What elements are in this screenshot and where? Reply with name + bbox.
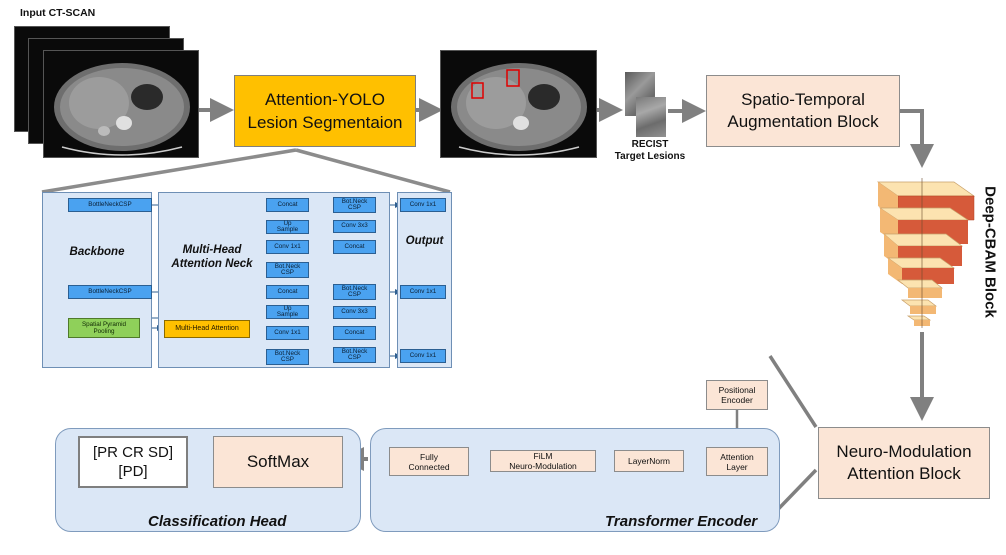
neck-concat-3: Concat — [333, 240, 376, 254]
neck-conv3x3-1: Conv 3x3 — [333, 220, 376, 233]
aug-line1: Spatio-Temporal — [741, 90, 865, 109]
neck-botneck-1: Bot.Neck CSP — [266, 262, 309, 278]
attn-line1: Attention — [720, 451, 754, 462]
positional-encoder-block: Positional Encoder — [706, 380, 768, 410]
neuro-line2: Attention Block — [847, 464, 961, 483]
bn5-line2: CSP — [348, 354, 361, 361]
neck-upsample-2: Up Sample — [266, 305, 309, 319]
neck-title: Multi-Head Attention Neck — [160, 243, 264, 271]
neck-botneck-3: Bot.Neck CSP — [333, 197, 376, 213]
bottleneck-csp-2: BottleNeckCSP — [68, 285, 152, 299]
recist-line1: RECIST — [631, 139, 669, 150]
output-line1: [PR CR SD] — [92, 444, 173, 461]
transformer-title: Transformer Encoder — [605, 513, 758, 530]
neck-conv1x1-1: Conv 1x1 — [266, 240, 309, 254]
bn1-line1: Bot.Neck — [274, 262, 301, 270]
neck-title-line2: Attention Neck — [171, 258, 253, 270]
ct-body-image — [54, 63, 190, 156]
neck-concat-2: Concat — [266, 285, 309, 299]
segmented-ct-body — [451, 63, 587, 156]
bn2-line2: CSP — [281, 356, 294, 363]
layernorm-block: LayerNorm — [614, 450, 684, 472]
arrow-aug-to-cbam — [900, 109, 934, 168]
lesion-box-2 — [506, 69, 520, 87]
bn3-line1: Bot.Neck — [341, 197, 368, 205]
segmented-ct-image — [440, 50, 597, 158]
recist-label: RECIST Target Lesions — [608, 139, 692, 163]
output-conv1x1-2: Conv 1x1 — [400, 285, 446, 299]
neck-panel — [158, 192, 390, 368]
fc-line1: Fully — [420, 451, 438, 462]
neck-concat-4: Concat — [333, 326, 376, 340]
output-title: Output — [405, 235, 444, 247]
ct-slice-front — [43, 50, 199, 158]
yolo-line2: Lesion Segmentaion — [247, 113, 403, 132]
mha-line2: Attention — [211, 325, 239, 333]
zoom-line-left — [41, 148, 297, 194]
cbam-layer — [900, 299, 938, 314]
lesion-box-1 — [471, 82, 484, 99]
neck-concat-1: Concat — [266, 198, 309, 212]
cbam-label: Deep-CBAM Block — [981, 186, 999, 318]
zoom-line-right — [295, 148, 451, 194]
attention-layer-block: Attention Layer — [706, 447, 768, 476]
recist-line2: Target Lesions — [614, 151, 686, 162]
classification-title: Classification Head — [148, 513, 287, 530]
aug-line2: Augmentation Block — [727, 112, 879, 131]
bn4-line2: CSP — [348, 291, 361, 298]
fully-connected-block: Fully Connected — [389, 447, 469, 476]
spp-line1: Spatial Pyramid — [81, 321, 127, 328]
cbam-layer — [906, 315, 932, 326]
up1-line1: Up — [283, 219, 292, 227]
cbam-layer — [897, 279, 943, 298]
neck-upsample-1: Up Sample — [266, 220, 309, 234]
neuro-modulation-block: Neuro-Modulation Attention Block — [818, 427, 990, 499]
bn3-line2: CSP — [348, 204, 361, 211]
bn1-line2: CSP — [281, 269, 294, 276]
neuro-line1: Neuro-Modulation — [836, 442, 972, 461]
input-label: Input CT-SCAN — [20, 7, 96, 19]
backbone-title: Backbone — [69, 246, 125, 258]
neck-title-line1: Multi-Head — [182, 244, 242, 256]
up2-line1: Up — [283, 304, 292, 312]
backbone-panel — [42, 192, 152, 368]
recist-patch-2 — [636, 97, 666, 137]
transformer-encoder-panel — [370, 428, 780, 532]
multi-head-attention-block: Multi-Head Attention — [164, 320, 250, 338]
yolo-line1: Attention-YOLO — [264, 90, 385, 109]
deep-cbam-stack — [876, 178, 976, 328]
film-line1: FiLM — [533, 451, 553, 461]
up1-line2: Sample — [276, 226, 299, 233]
ct-stack — [14, 26, 200, 158]
softmax-block: SoftMax — [213, 436, 343, 488]
neck-botneck-4: Bot.Neck CSP — [333, 284, 376, 300]
film-block: FiLM Neuro-Modulation — [490, 450, 596, 472]
augmentation-block: Spatio-Temporal Augmentation Block — [706, 75, 900, 147]
fc-line2: Connected — [408, 461, 450, 472]
neck-botneck-2: Bot.Neck CSP — [266, 349, 309, 365]
neck-conv3x3-2: Conv 3x3 — [333, 306, 376, 319]
posenc-line1: Positional — [718, 385, 756, 395]
spatial-pyramid-pooling: Spatial Pyramid Pooling — [68, 318, 140, 338]
up2-line2: Sample — [276, 311, 299, 318]
output-conv1x1-3: Conv 1x1 — [400, 349, 446, 363]
spp-line2: Pooling — [93, 328, 115, 335]
bn5-line1: Bot.Neck — [341, 347, 368, 355]
bottleneck-csp-1: BottleNeckCSP — [68, 198, 152, 212]
bn2-line1: Bot.Neck — [274, 349, 301, 357]
neck-conv1x1-2: Conv 1x1 — [266, 326, 309, 340]
attn-line2: Layer — [726, 461, 748, 472]
bn4-line1: Bot.Neck — [341, 284, 368, 292]
neck-botneck-5: Bot.Neck CSP — [333, 347, 376, 363]
output-conv1x1-1: Conv 1x1 — [400, 198, 446, 212]
film-line2: Neuro-Modulation — [509, 461, 577, 471]
mha-line1: Multi-Head — [175, 325, 210, 333]
arrow-neuro-down-from-posenc — [768, 355, 818, 428]
output-panel — [397, 192, 452, 368]
attention-yolo-block: Attention-YOLO Lesion Segmentaion — [234, 75, 416, 147]
output-line2: [PD] — [118, 463, 148, 480]
posenc-line2: Encoder — [721, 395, 753, 405]
class-output-box: [PR CR SD] [PD] — [78, 436, 188, 488]
